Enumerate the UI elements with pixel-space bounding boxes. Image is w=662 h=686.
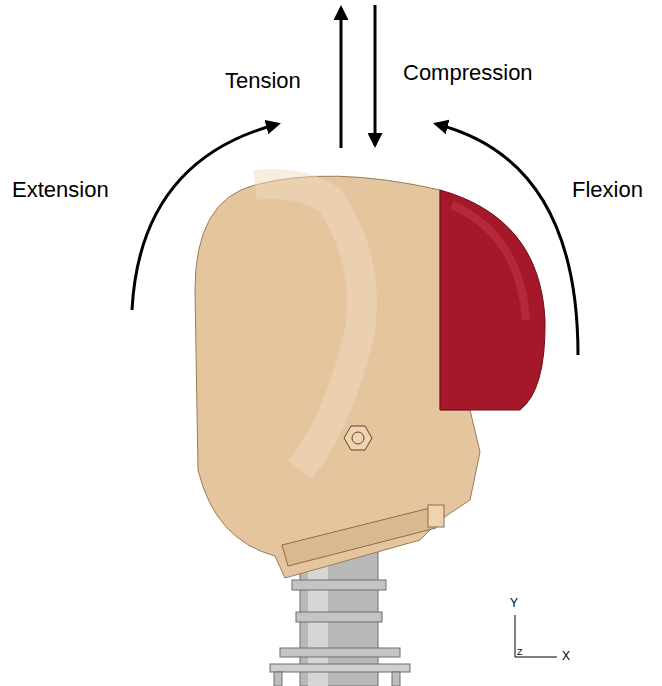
head-shell [195, 176, 480, 578]
axis-label: X [562, 650, 570, 662]
jaw-plate [282, 508, 436, 566]
axis-triad [515, 615, 557, 657]
load-arrows [132, 5, 578, 355]
load-label: Extension [12, 179, 109, 201]
load-label: Tension [225, 70, 301, 92]
load-label: Flexion [572, 179, 643, 201]
ear-bolt [344, 426, 372, 450]
load-label: Compression [403, 62, 533, 84]
axis-label: Z [517, 648, 523, 657]
face-skin [440, 190, 545, 410]
axis-label: Y [510, 597, 518, 609]
